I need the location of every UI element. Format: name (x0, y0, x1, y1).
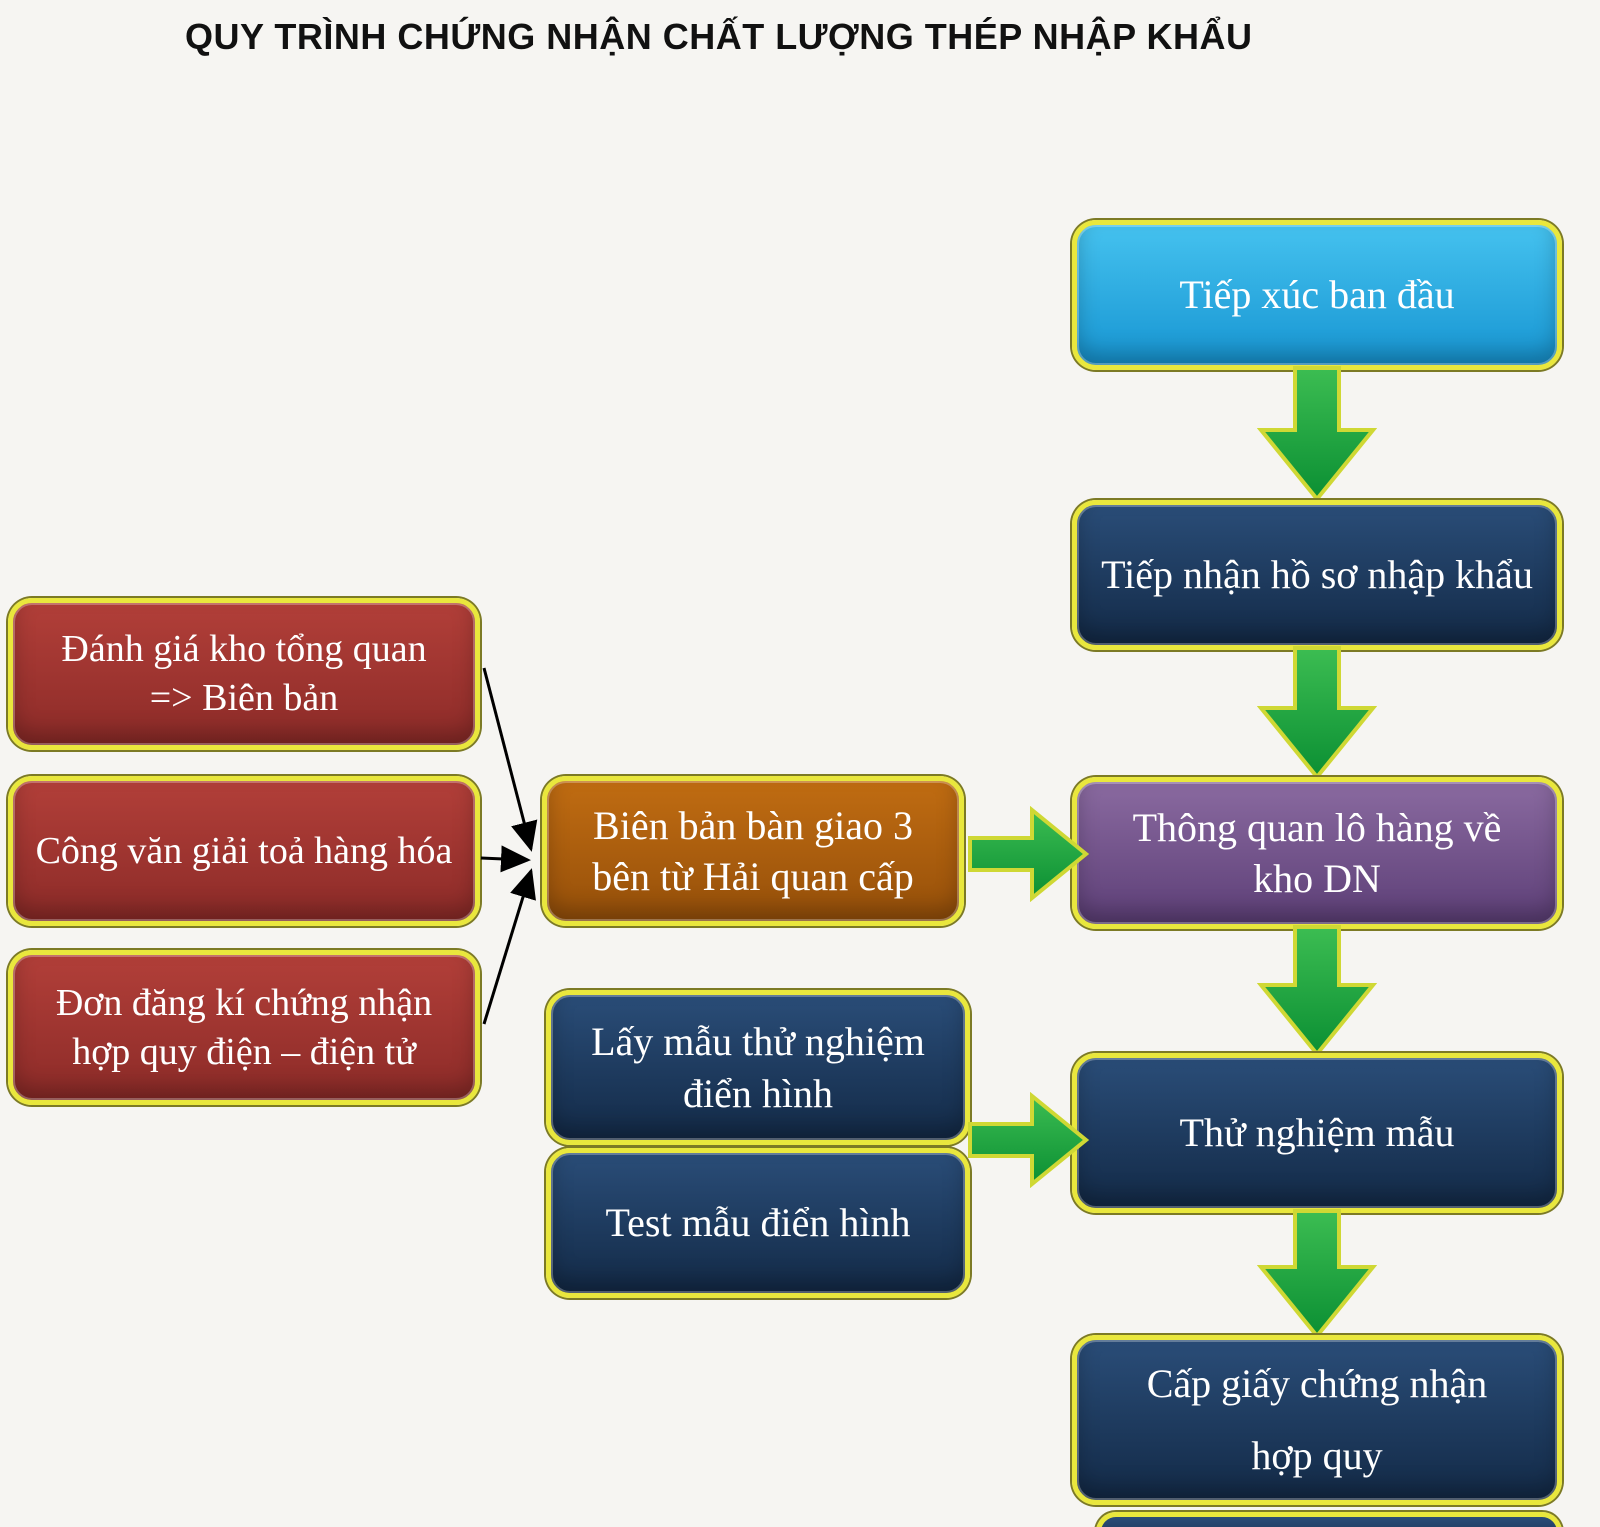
node-label-line: Cấp giấy chứng nhận (1146, 1361, 1488, 1406)
down-arrow-icon (1257, 366, 1377, 502)
node-sample-testing: Thử nghiệm mẫu (1072, 1053, 1562, 1213)
node-goods-release-letter: Công văn giải toả hàng hóa (8, 776, 480, 926)
node-label-line: điển hình (683, 1070, 833, 1116)
node-receive-dossier: Tiếp nhận hồ sơ nhập khẩu (1072, 500, 1562, 650)
node-label-line: bên từ Hải quan cấp (592, 854, 914, 899)
node-label-line: Đơn đăng kí chứng nhận (55, 981, 433, 1024)
node-label-line: kho DN (1253, 856, 1381, 901)
node-warehouse-assessment: Đánh giá kho tổng quan => Biên bản (8, 598, 480, 750)
node-customs-clearance: Thông quan lô hàng về kho DN (1072, 777, 1562, 929)
node-label-line: Tiếp xúc ban đầu (1179, 272, 1455, 318)
node-label-line: hợp quy điện – điện tử (72, 1030, 416, 1073)
node-label-line: Thông quan lô hàng về (1132, 804, 1502, 850)
node-label-line: Đánh giá kho tổng quan (61, 628, 427, 671)
down-arrow-icon (1257, 925, 1377, 1057)
node-handover-record: Biên bản bàn giao 3 bên từ Hải quan cấp (542, 776, 964, 926)
down-arrow-icon (1257, 1209, 1377, 1339)
node-typical-test: Test mẫu điển hình (546, 1148, 970, 1298)
node-initial-contact: Tiếp xúc ban đầu (1072, 220, 1562, 370)
node-label-line: hợp quy (1251, 1433, 1383, 1478)
node-issue-certificate: Cấp giấy chứng nhận hợp quy (1072, 1335, 1562, 1505)
node-label-line: Lấy mẫu thử nghiệm (591, 1019, 925, 1065)
node-label-line: Biên bản bàn giao 3 (593, 802, 913, 848)
node-label-line: Thử nghiệm mẫu (1179, 1110, 1455, 1156)
node-label-line: Tiếp nhận hồ sơ nhập khẩu (1101, 552, 1533, 598)
cut-off-box (1096, 1512, 1562, 1527)
node-label-line: Công văn giải toả hàng hóa (35, 829, 453, 872)
node-label-line: Test mẫu điển hình (605, 1200, 911, 1246)
down-arrow-icon (1257, 646, 1377, 780)
node-typical-sampling: Lấy mẫu thử nghiệm điển hình (546, 990, 970, 1145)
node-registration-form: Đơn đăng kí chứng nhận hợp quy điện – đi… (8, 950, 480, 1105)
page-title: QUY TRÌNH CHỨNG NHẬN CHẤT LƯỢNG THÉP NHẬ… (185, 16, 1253, 57)
node-label-line: => Biên bản (149, 677, 339, 719)
